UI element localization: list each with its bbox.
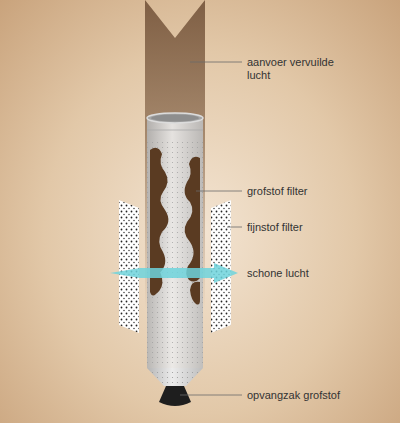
coarse-dust <box>150 148 200 305</box>
callout-label: fijnstof filter <box>247 221 303 234</box>
callout-label: grofstof filter <box>247 185 308 198</box>
leader-lines <box>180 62 242 395</box>
callout-label: opvangzak grofstof <box>247 389 340 402</box>
clean-air-arrow <box>110 263 238 283</box>
collection-bag <box>159 386 191 406</box>
callout-label: schone lucht <box>247 267 309 280</box>
callout-label: aanvoer vervuilde lucht <box>247 56 347 82</box>
coarse-filter-cylinder <box>147 113 203 386</box>
